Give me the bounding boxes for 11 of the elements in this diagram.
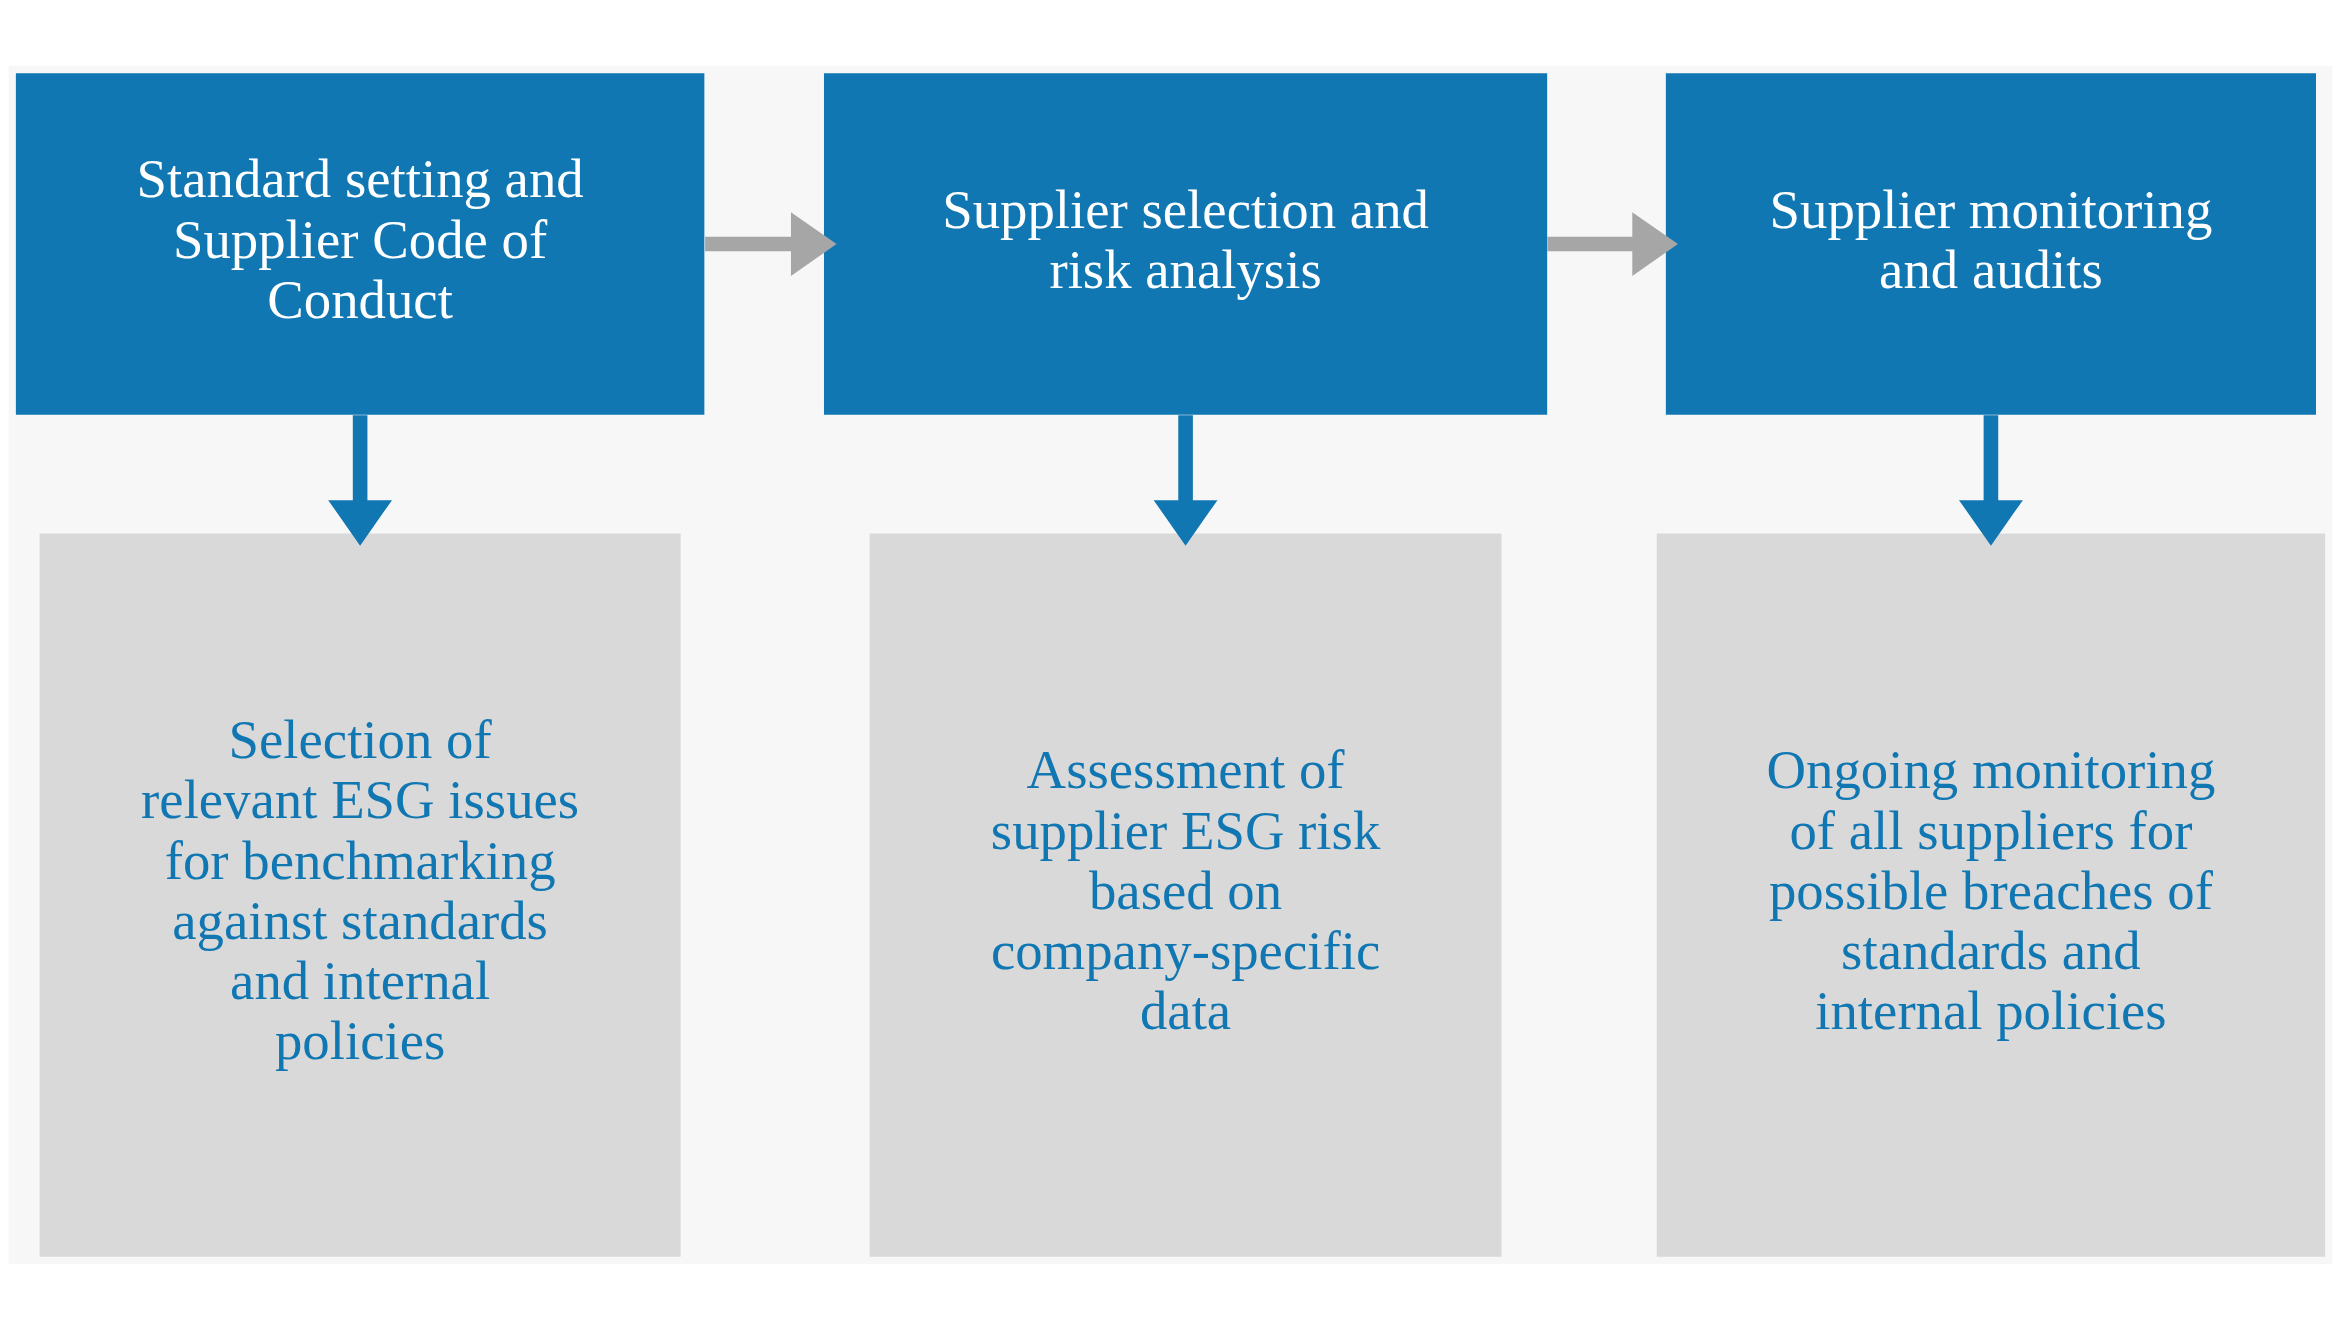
node-box: Standard setting and Supplier Code of Conduct (15, 72, 705, 415)
arrow (1153, 414, 1218, 546)
node-box: Selection of relevant ESG issues for benchmarking against standards and internal policies (39, 533, 681, 1257)
arrow (705, 211, 837, 276)
arrow (1959, 414, 2023, 546)
node-box: Assessment of supplier ESG risk based on company-specific data (869, 533, 1502, 1257)
arrow (1547, 211, 1678, 276)
node-box: Ongoing monitoring of all suppliers for possible breaches of standards and internal policies (1656, 533, 2326, 1257)
arrow (328, 414, 393, 546)
node-box: Supplier selection and risk analysis (823, 72, 1548, 415)
node-box: Supplier monitoring and audits (1665, 72, 2316, 415)
